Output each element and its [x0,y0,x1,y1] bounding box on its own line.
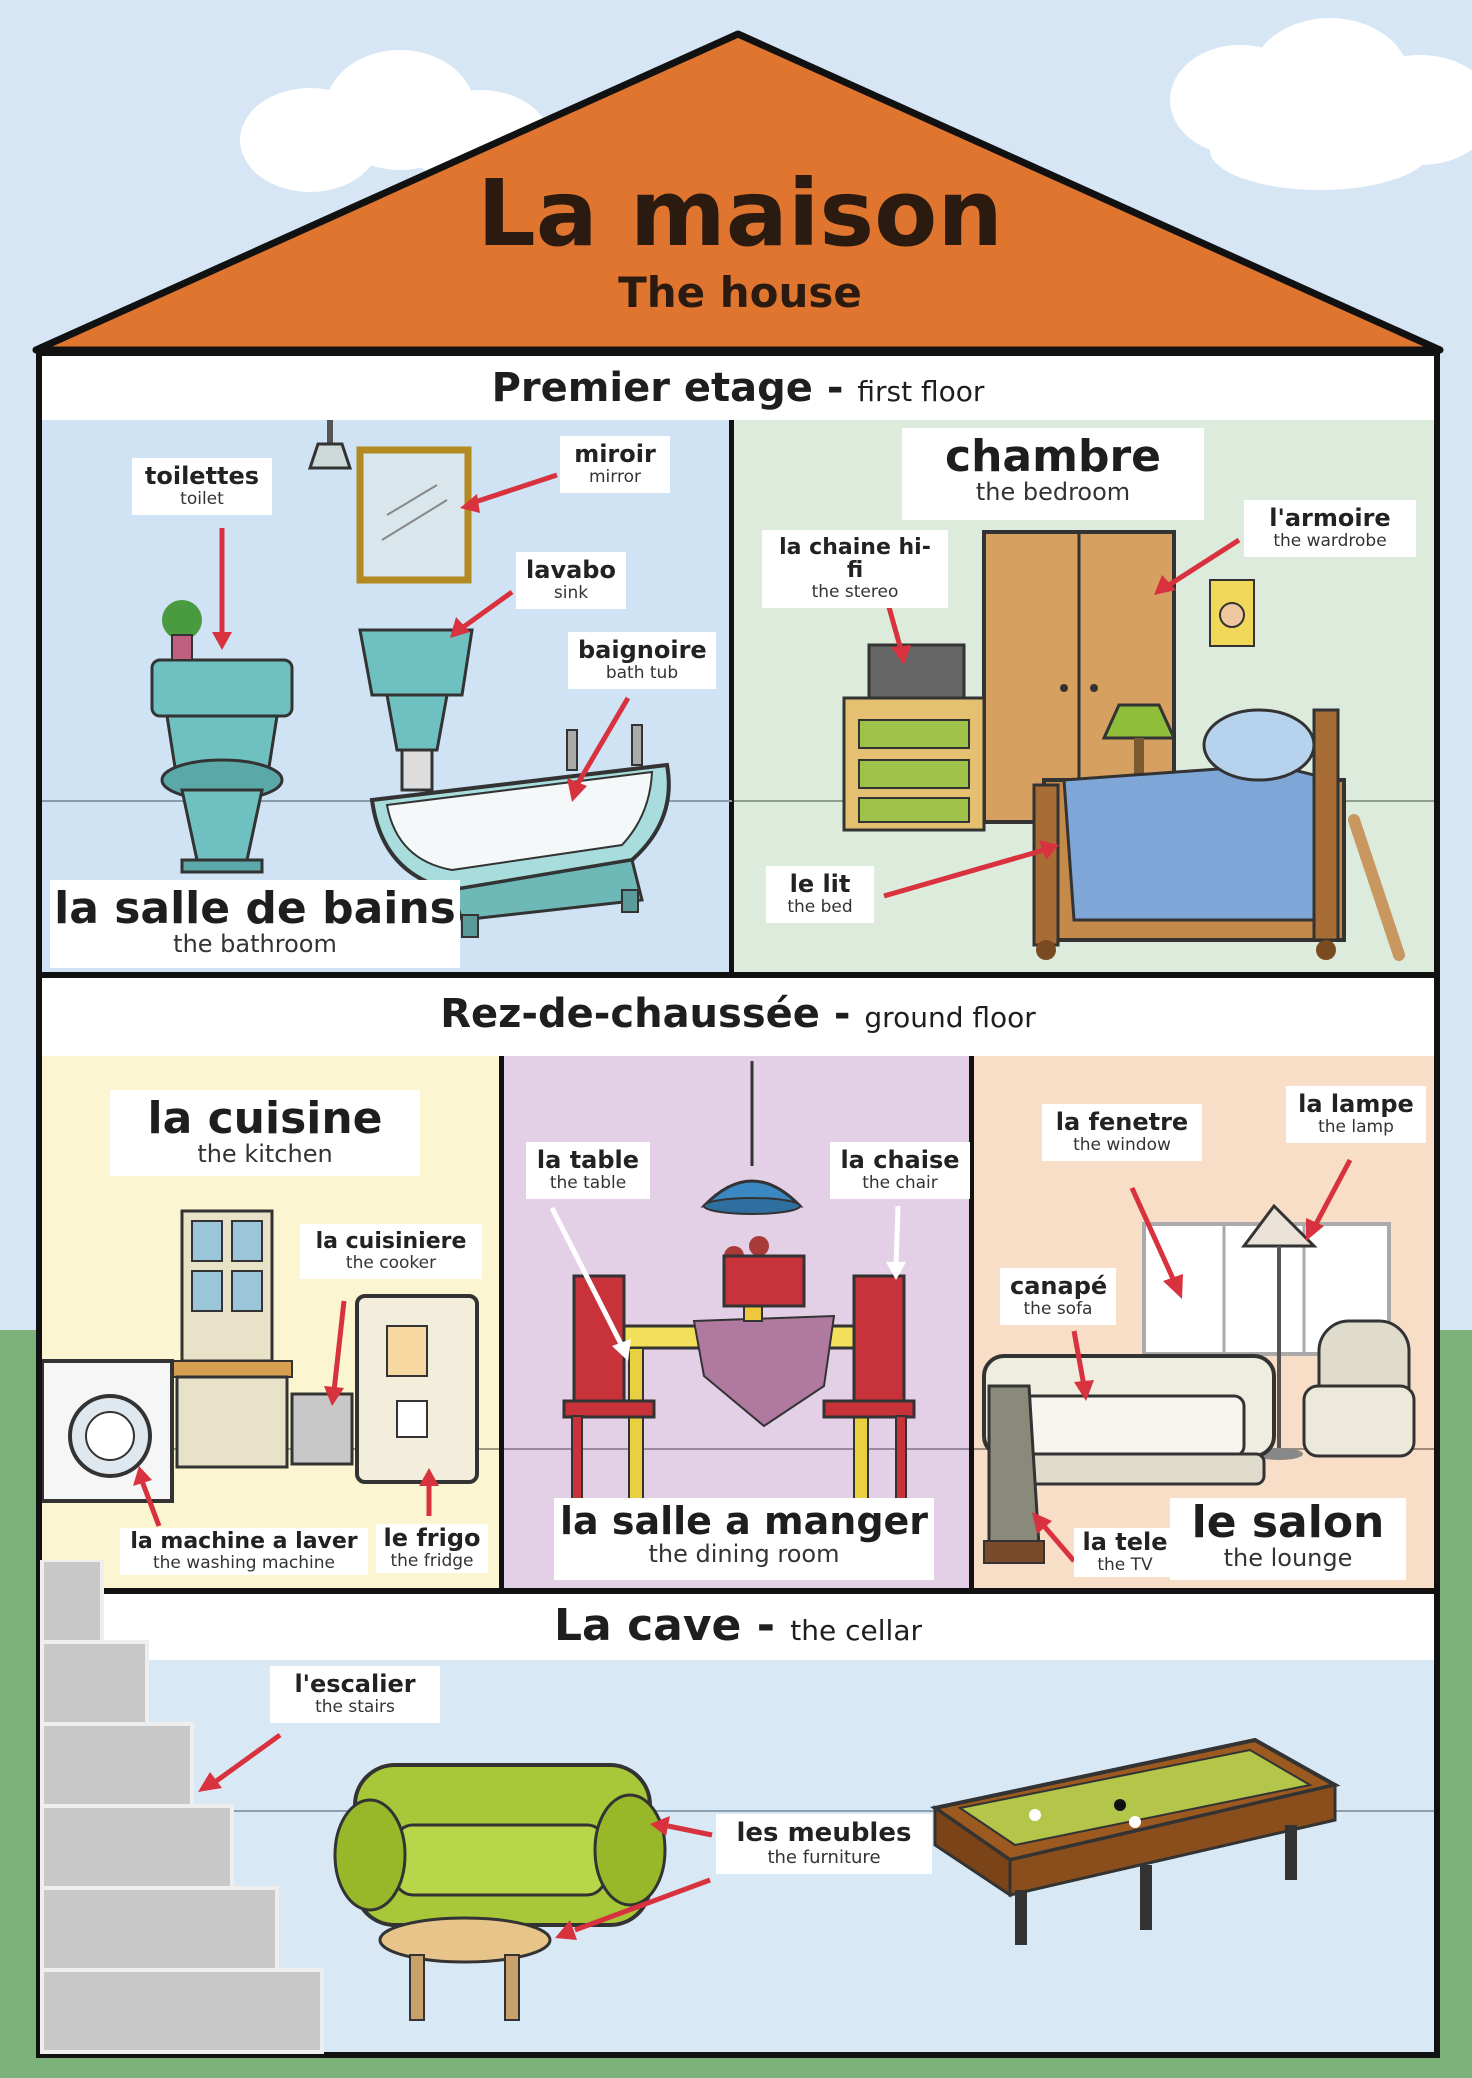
floor-name-fr: Premier etage [491,365,813,411]
label-sofa: canapé the sofa [1000,1268,1116,1326]
dining-floor-line [504,1448,969,1450]
label-en: mirror [589,467,641,488]
label-fr: lavabo [526,556,616,584]
label-bathtub: baignoire bath tub [568,632,716,690]
room-name-en: the dining room [648,1539,840,1568]
room-name-fr: la salle a manger [559,1499,929,1543]
label-fr: la lampe [1298,1090,1414,1118]
clouds-illustration [240,18,1472,192]
floor-name-en: ground floor [864,1001,1036,1034]
room-title-dining: la salle a manger the dining room [554,1498,934,1580]
room-name-fr: la salle de bains [54,883,456,934]
label-en: the furniture [767,1847,881,1869]
label-furniture: les meubles the furniture [716,1814,932,1875]
label-fr: la fenetre [1055,1108,1189,1136]
floor-title-cellar: La cave - the cellar [42,1594,1434,1658]
kitchen-illustration [42,1209,479,1527]
label-fr: les meubles [736,1818,912,1848]
label-en: the stereo [811,582,899,603]
room-title-kitchen: la cuisine the kitchen [110,1090,420,1176]
label-fr: l'armoire [1269,504,1391,532]
label-en: the table [549,1173,627,1194]
label-mirror: miroir mirror [560,436,670,494]
label-fr: canapé [1010,1272,1108,1300]
label-fr: miroir [574,440,656,468]
cellar-floor-line [42,1810,1434,1812]
floor-name-en: first floor [857,375,985,408]
poster-subtitle: The house [618,268,862,317]
room-name-en: the bathroom [173,930,337,959]
floor-divider [36,1588,1440,1594]
label-fr: la table [536,1146,640,1174]
room-title-bathroom: la salle de bains the bathroom [50,880,460,968]
room-name-en: the lounge [1223,1544,1353,1573]
label-fridge: le frigo the fridge [376,1524,488,1574]
label-table: la table the table [526,1142,650,1200]
room-title-bedroom: chambre the bedroom [902,428,1204,520]
label-en: toilet [180,489,224,510]
lounge-illustration [982,1158,1416,1564]
label-en: the fridge [390,1551,474,1572]
label-fr: baignoire [578,636,707,664]
floor-sep: - [826,365,844,411]
label-en: the lamp [1318,1117,1394,1138]
room-name-en: the bedroom [975,478,1131,507]
floor-title-ground: Rez-de-chaussée - ground floor [42,984,1434,1044]
label-toilet: toilettes toilet [132,458,272,516]
label-fr: la cuisiniere [315,1229,467,1254]
label-en: the window [1073,1135,1171,1156]
cellar-illustration [40,1560,1341,2054]
room-name-fr: le salon [1191,1497,1385,1548]
label-stereo: la chaine hi-fi the stereo [762,530,948,609]
label-en: the wardrobe [1273,531,1387,552]
label-en: bath tub [605,663,679,684]
room-title-lounge: le salon the lounge [1170,1498,1406,1580]
label-fr: l'escalier [294,1670,416,1698]
floor-title-first: Premier etage - first floor [42,358,1434,418]
label-fr: la machine a laver [130,1529,358,1554]
label-en: the chair [862,1173,938,1194]
label-lamp: la lampe the lamp [1286,1086,1426,1144]
label-fr: la tele [1082,1528,1168,1556]
bathroom-illustration [150,420,671,938]
label-window: la fenetre the window [1042,1104,1202,1162]
room-name-fr: chambre [945,431,1161,482]
label-en: the sofa [1023,1299,1093,1320]
label-en: the washing machine [152,1553,335,1574]
label-en: the bed [787,897,853,918]
floor-name-en: the cellar [790,1614,922,1647]
label-tv: la tele the TV [1074,1528,1176,1578]
label-fr: le frigo [383,1524,481,1552]
label-fr: la chaine hi-fi [779,535,931,584]
floor-divider [36,972,1440,978]
label-en: the cooker [345,1253,437,1274]
label-fr: la chaise [840,1146,960,1174]
label-en: the TV [1097,1555,1153,1576]
floor-name-fr: Rez-de-chaussée [440,991,820,1037]
label-cooker: la cuisiniere the cooker [300,1224,482,1279]
label-fr: toilettes [144,462,260,490]
label-wardrobe: l'armoire the wardrobe [1244,500,1416,558]
floor-name-fr: La cave [554,1600,742,1651]
label-sink: lavabo sink [516,552,626,610]
label-en: sink [553,583,589,604]
label-chair: la chaise the chair [830,1142,970,1200]
label-fr: le lit [789,870,851,898]
room-name-fr: la cuisine [147,1093,383,1144]
label-en: the stairs [315,1697,395,1718]
dining-illustration [549,1061,916,1529]
label-washer: la machine a laver the washing machine [120,1528,368,1575]
poster-title: La maison [477,160,1003,267]
bedroom-illustration [842,530,1405,961]
label-stairs: l'escalier the stairs [270,1666,440,1724]
floor-sep: - [833,991,851,1037]
label-bed: le lit the bed [766,866,874,924]
floor-sep: - [756,1600,775,1651]
room-name-en: the kitchen [197,1140,333,1169]
